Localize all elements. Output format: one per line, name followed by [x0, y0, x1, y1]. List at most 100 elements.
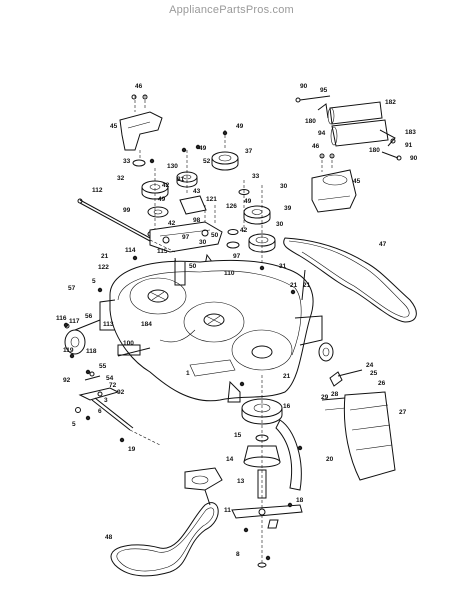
part-number-label: 25 — [370, 370, 378, 377]
part-number-label: 55 — [99, 363, 107, 370]
part-number-label: 114 — [125, 247, 136, 254]
part-number-label: 46 — [312, 143, 320, 150]
part-number-label: 6 — [98, 408, 102, 415]
part-number-label: 90 — [410, 155, 418, 162]
part-number-label: 97 — [233, 253, 241, 260]
part-number-label: 95 — [320, 87, 328, 94]
part-number-label: 5 — [72, 421, 76, 428]
part-number-label: 91 — [405, 142, 413, 149]
part-number-label: 92 — [117, 389, 125, 396]
part-number-label: 98 — [193, 217, 201, 224]
part-number-label: 15 — [234, 432, 242, 439]
part-number-label: 122 — [98, 264, 109, 271]
part-number-label: 180 — [369, 147, 380, 154]
part-number-label: 13 — [237, 478, 245, 485]
part-number-label: 112 — [92, 187, 103, 194]
baffle — [275, 419, 302, 491]
drive-belt-48 — [110, 502, 219, 577]
spindle-assembly — [231, 375, 303, 570]
part-number-label: 20 — [326, 456, 334, 463]
part-number-label: 16 — [283, 403, 291, 410]
part-number-label: 31 — [177, 176, 185, 183]
part-number-label: 117 — [69, 318, 80, 325]
part-number-label: 31 — [279, 263, 287, 270]
part-number-label: 180 — [305, 118, 316, 125]
part-number-label: 126 — [226, 203, 237, 210]
part-number-label: 33 — [252, 173, 260, 180]
part-number-label: 50 — [211, 232, 219, 239]
part-number-label: 54 — [106, 375, 114, 382]
part-number-label: 11 — [224, 507, 231, 514]
anti-scalp-roller-assembly — [295, 95, 402, 161]
part-number-label: 183 — [405, 129, 416, 136]
part-number-label: 97 — [182, 234, 190, 241]
watermark: AppliancePartsPros.com — [169, 4, 294, 16]
part-number-label: 57 — [68, 285, 76, 292]
part-number-label: 45 — [353, 178, 361, 185]
part-number-label: 56 — [85, 313, 93, 320]
part-number-label: 184 — [141, 321, 152, 328]
belt-guard-left — [119, 94, 163, 160]
part-number-label: 42 — [162, 182, 170, 189]
part-number-label: 47 — [379, 241, 387, 248]
hanger-bracket — [75, 347, 161, 446]
part-number-label: 30 — [276, 221, 284, 228]
part-number-label: 116 — [56, 315, 67, 322]
part-number-label: 14 — [226, 456, 234, 463]
part-number-label: 48 — [105, 534, 113, 541]
part-number-label: 110 — [224, 270, 235, 277]
part-number-label: 19 — [128, 446, 136, 453]
part-number-label: 72 — [109, 382, 117, 389]
part-number-label: 30 — [280, 183, 288, 190]
part-number-label: 42 — [168, 220, 176, 227]
part-number-label: 43 — [193, 188, 201, 195]
part-number-label: 92 — [63, 377, 71, 384]
part-number-label: 49 — [236, 123, 244, 130]
part-number-label: 39 — [284, 205, 292, 212]
part-number-label: 28 — [331, 391, 339, 398]
part-number-label: 21 — [303, 282, 311, 289]
pulley-cluster — [132, 130, 276, 270]
part-number-label: 113 — [103, 321, 114, 328]
part-number-label: 130 — [167, 163, 178, 170]
part-number-label: 26 — [378, 380, 386, 387]
part-number-label: 49 — [199, 145, 207, 152]
part-number-label: 46 — [135, 83, 143, 90]
mower-deck — [99, 259, 323, 403]
part-number-label: 37 — [245, 148, 253, 155]
part-number-label: 21 — [283, 373, 291, 380]
part-number-label: 27 — [399, 409, 407, 416]
part-number-label: 118 — [86, 348, 97, 355]
part-number-label: 29 — [321, 394, 329, 401]
control-rod — [77, 198, 176, 253]
part-number-label: 1 — [186, 370, 190, 377]
part-number-label: 119 — [63, 347, 74, 354]
part-number-label: 115 — [157, 248, 168, 255]
belt-guard-right — [311, 153, 357, 213]
part-number-label: 182 — [385, 99, 396, 106]
part-number-label: 21 — [101, 253, 109, 260]
part-number-label: 3 — [104, 397, 108, 404]
part-number-label: 121 — [206, 196, 217, 203]
gauge-wheel-right — [318, 342, 334, 362]
part-number-label: 50 — [189, 263, 197, 270]
fasteners — [63, 130, 303, 561]
part-number-label: 49 — [158, 196, 166, 203]
part-number-label: 5 — [92, 278, 96, 285]
part-number-label: 45 — [110, 123, 118, 130]
discharge-chute — [321, 369, 396, 481]
part-number-label: 21 — [290, 282, 298, 289]
gauge-wheel — [64, 319, 101, 355]
part-number-label: 33 — [123, 158, 131, 165]
part-number-label: 30 — [199, 239, 207, 246]
part-number-label: 42 — [240, 227, 248, 234]
part-number-label: 94 — [318, 130, 326, 137]
part-number-label: 8 — [236, 551, 240, 558]
part-number-label: 18 — [296, 497, 304, 504]
part-number-label: 99 — [123, 207, 131, 214]
part-number-label: 90 — [300, 83, 308, 90]
engine-pulley — [184, 467, 223, 506]
